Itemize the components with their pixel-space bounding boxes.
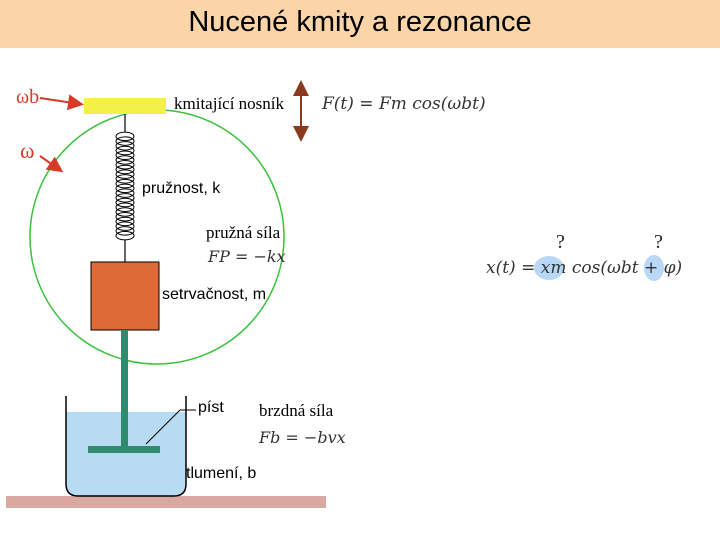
spring-coil xyxy=(115,178,135,189)
title-bar xyxy=(0,0,720,48)
damping-force-label: brzdná síla xyxy=(259,401,334,420)
spring-coil xyxy=(115,202,135,213)
spring-coil xyxy=(115,197,135,208)
spring-coil xyxy=(115,136,135,146)
omega-arrow xyxy=(39,155,64,173)
spring-coil xyxy=(115,150,135,161)
damping-label: tlumení, b xyxy=(186,465,257,482)
spring-label: pružnost, k xyxy=(142,180,221,197)
spring-coil xyxy=(115,159,135,170)
piston-label: píst xyxy=(198,399,224,416)
spring-coil xyxy=(115,131,135,142)
omega-label: ω xyxy=(20,138,35,163)
ground xyxy=(6,496,326,508)
mass-block xyxy=(90,261,160,331)
spring-coil xyxy=(115,164,135,175)
spring-coil xyxy=(115,207,135,217)
spring xyxy=(115,131,135,241)
spring-coil xyxy=(115,141,135,151)
omega-b-label: ωb xyxy=(16,86,40,108)
spring-coil xyxy=(115,169,135,179)
spring-coil xyxy=(115,188,135,198)
driving-force-equation: F(t) = Fm cos(ωbt) xyxy=(322,94,486,114)
spring-coil xyxy=(115,145,135,156)
omega-b-arrow xyxy=(39,94,84,111)
spring-coil xyxy=(115,174,135,184)
spring-coil xyxy=(115,230,135,241)
damping-force-equation: Fb = −bvx xyxy=(259,428,346,447)
page-title: Nucené kmity a rezonance xyxy=(188,6,532,38)
spring-coil xyxy=(115,221,135,231)
oscillating-beam xyxy=(84,98,166,114)
spring-coil xyxy=(115,226,135,236)
piston-rod xyxy=(121,330,128,448)
phase-question: ? xyxy=(654,231,663,253)
mass-label: setrvačnost, m xyxy=(162,286,267,303)
piston-plate xyxy=(88,446,160,453)
spring-force-equation: FP = −kx xyxy=(208,247,286,266)
beam-label: kmitající nosník xyxy=(174,94,285,113)
phase-highlight xyxy=(644,255,664,281)
spring-coil xyxy=(115,193,135,203)
solution-equation: x(t) = xm cos(ωbt + φ) xyxy=(486,258,683,278)
beaker xyxy=(65,396,187,497)
spring-coil xyxy=(115,211,135,222)
piston-pointer xyxy=(145,409,181,445)
spring-force-label: pružná síla xyxy=(206,223,281,242)
water xyxy=(66,412,186,496)
spring-coil xyxy=(115,155,135,165)
amplitude-question: ? xyxy=(556,231,565,253)
spring-coil xyxy=(115,183,135,194)
amplitude-highlight xyxy=(534,256,564,280)
spring-coil xyxy=(115,216,135,227)
